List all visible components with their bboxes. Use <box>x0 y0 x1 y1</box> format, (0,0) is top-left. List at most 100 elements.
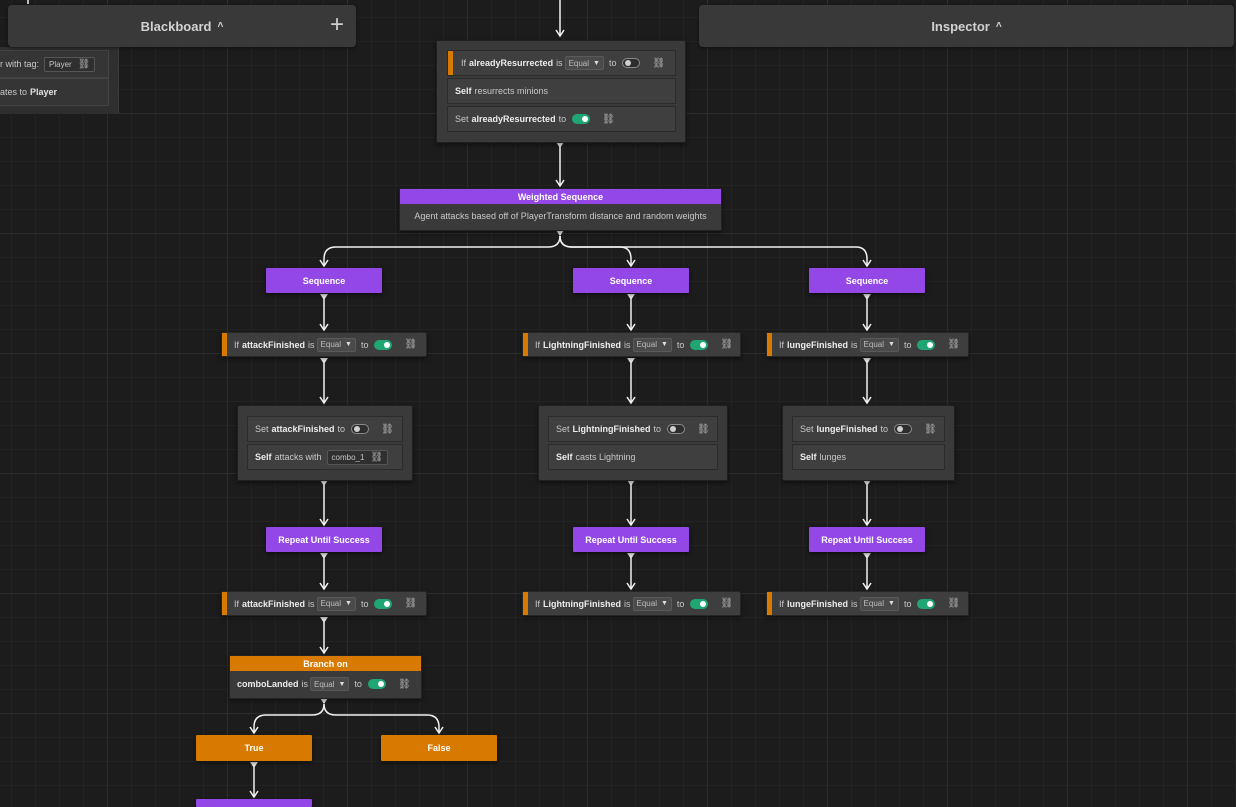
cond-variable[interactable]: lungeFinished <box>787 598 849 609</box>
link-icon[interactable]: ⛓ <box>77 58 91 70</box>
value-toggle[interactable] <box>690 598 709 609</box>
value-toggle[interactable] <box>367 679 386 689</box>
link-icon[interactable]: ⛓ <box>947 598 961 609</box>
value-toggle[interactable] <box>917 598 936 609</box>
caret-down-icon: ▼ <box>593 59 600 67</box>
branch-variable[interactable]: comboLanded <box>237 679 299 689</box>
value-toggle[interactable] <box>374 339 393 350</box>
operator-dropdown[interactable]: Equal▼ <box>316 596 356 611</box>
repeat-until-success-node[interactable]: Repeat Until Success <box>809 527 925 552</box>
chevron-up-icon[interactable]: ˄ <box>995 19 1002 31</box>
cond-lead: If <box>779 339 785 350</box>
value-toggle[interactable] <box>374 598 393 609</box>
value-toggle[interactable] <box>894 424 913 434</box>
sequence-node[interactable]: Sequence <box>573 268 689 293</box>
link-icon[interactable]: ⛓ <box>697 423 710 435</box>
blackboard-row-text: r with tag: <box>0 59 40 69</box>
operator-dropdown[interactable]: Equal▼ <box>310 677 350 691</box>
cond-lead: If <box>535 339 541 350</box>
branch-condition[interactable]: comboLanded is Equal▼ to ⛓ <box>230 671 421 697</box>
arrow-head <box>555 29 565 38</box>
link-icon[interactable]: ⛓ <box>652 57 666 69</box>
false-branch-node[interactable]: False <box>381 735 497 761</box>
link-icon[interactable]: ⛓ <box>947 339 961 350</box>
value-toggle[interactable] <box>917 339 936 350</box>
cond-variable[interactable]: alreadyResurrected <box>469 58 554 68</box>
set-variable[interactable]: lungeFinished <box>816 424 878 434</box>
branch-node[interactable]: Branch on comboLanded is Equal▼ to ⛓ <box>229 655 422 699</box>
add-icon[interactable]: + <box>329 11 344 38</box>
next-node-partial[interactable] <box>196 799 312 807</box>
set-row[interactable]: Set alreadyResurrected to ⛓ <box>447 106 676 132</box>
cond-lead: If <box>461 58 467 68</box>
operator-dropdown[interactable]: Equal▼ <box>564 56 604 70</box>
link-icon[interactable]: ⛓ <box>370 451 384 463</box>
cond-to: to <box>903 598 912 609</box>
condition-row[interactable]: If alreadyResurrected is Equal▼ to ⛓ <box>447 50 676 76</box>
cond-variable[interactable]: attackFinished <box>242 598 306 609</box>
value-toggle[interactable] <box>690 339 709 350</box>
cond-to: to <box>360 339 369 350</box>
cond-variable[interactable]: LightningFinished <box>543 339 622 350</box>
set-variable[interactable]: LightningFinished <box>572 424 651 434</box>
link-icon[interactable]: ⛓ <box>404 339 418 350</box>
inspector-header[interactable]: Inspector ˄ <box>699 5 1234 47</box>
link-icon[interactable]: ⛓ <box>720 339 734 350</box>
blackboard-row-find-tag[interactable]: r with tag: Player⛓ <box>0 50 109 78</box>
value-toggle[interactable] <box>667 424 686 434</box>
true-branch-node[interactable]: True <box>196 735 312 761</box>
cond-variable[interactable]: lungeFinished <box>787 339 849 350</box>
set-variable[interactable]: attackFinished <box>271 424 335 434</box>
link-icon[interactable]: ⛓ <box>924 423 937 435</box>
operator-dropdown[interactable]: Equal▼ <box>859 337 899 352</box>
cond-variable[interactable]: attackFinished <box>242 339 306 350</box>
cond-lead: If <box>535 598 541 609</box>
caret-down-icon: ▼ <box>345 341 352 348</box>
link-icon[interactable]: ⛓ <box>381 423 394 435</box>
action-text: lunges <box>819 452 847 462</box>
cond-variable[interactable]: LightningFinished <box>543 598 622 609</box>
value-toggle[interactable] <box>622 58 641 68</box>
operator-dropdown[interactable]: Equal▼ <box>316 337 356 352</box>
set-variable[interactable]: alreadyResurrected <box>471 114 556 124</box>
operator-dropdown[interactable]: Equal▼ <box>859 596 899 611</box>
chevron-up-icon[interactable]: ˄ <box>217 19 224 31</box>
blackboard-header[interactable]: Blackboard ˄ + <box>8 5 356 47</box>
link-icon[interactable]: ⛓ <box>404 598 418 609</box>
weighted-sequence-node[interactable]: Weighted Sequence Agent attacks based of… <box>399 188 722 231</box>
action-row[interactable]: Self resurrects minions <box>447 78 676 104</box>
sequence-node[interactable]: Sequence <box>809 268 925 293</box>
repeat-until-success-node[interactable]: Repeat Until Success <box>573 527 689 552</box>
operator-dropdown[interactable]: Equal▼ <box>632 337 672 352</box>
link-icon[interactable]: ⛓ <box>720 598 734 609</box>
repeat-until-success-node[interactable]: Repeat Until Success <box>266 527 382 552</box>
resurrect-node[interactable]: If alreadyResurrected is Equal▼ to ⛓ Sel… <box>436 40 686 143</box>
sequence-node[interactable]: Sequence <box>266 268 382 293</box>
tag-chip[interactable]: Player⛓ <box>44 56 96 72</box>
set-lead: Set <box>255 424 269 434</box>
combo-chip[interactable]: combo_1⛓ <box>326 449 389 465</box>
value-toggle[interactable] <box>351 424 370 434</box>
caret-down-icon: ▼ <box>345 600 352 607</box>
value-toggle[interactable] <box>572 114 591 124</box>
operator-dropdown[interactable]: Equal▼ <box>632 596 672 611</box>
condition-accent <box>222 592 227 615</box>
link-icon[interactable]: ⛓ <box>602 113 615 125</box>
link-icon[interactable]: ⛓ <box>397 678 411 690</box>
